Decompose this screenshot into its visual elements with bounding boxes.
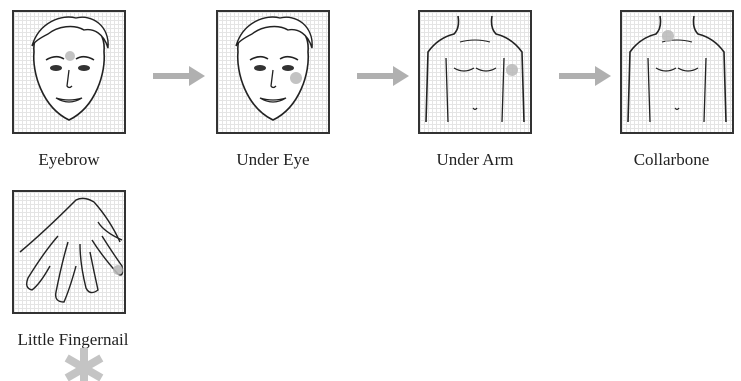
step-label-under-eye: Under Eye xyxy=(198,150,348,170)
torso-collarbone-point-icon xyxy=(622,12,732,132)
step-label-collarbone: Collarbone xyxy=(602,150,741,170)
hand-little-fingernail-point-icon xyxy=(14,192,124,312)
tap-point-marker xyxy=(290,72,302,84)
torso-under-arm-point-icon xyxy=(420,12,530,132)
tap-point-marker xyxy=(662,30,674,42)
step-label-little-fingernail: Little Fingernail xyxy=(0,330,148,350)
panel-under-eye xyxy=(216,10,330,134)
panel-eyebrow xyxy=(12,10,126,134)
tap-point-marker xyxy=(65,51,75,61)
panel-under-arm xyxy=(418,10,532,134)
arrow-right-icon xyxy=(357,64,411,88)
tap-point-marker xyxy=(506,64,518,76)
step-label-eyebrow: Eyebrow xyxy=(0,150,144,170)
asterisk-icon xyxy=(62,348,106,381)
arrow-right-icon xyxy=(153,64,207,88)
tap-point-marker xyxy=(113,265,123,275)
face-under-eye-point-icon xyxy=(218,12,328,132)
arrow-right-icon xyxy=(559,64,613,88)
face-eyebrow-point-icon xyxy=(14,12,124,132)
panel-little-fingernail xyxy=(12,190,126,314)
panel-collarbone xyxy=(620,10,734,134)
step-label-under-arm: Under Arm xyxy=(400,150,550,170)
